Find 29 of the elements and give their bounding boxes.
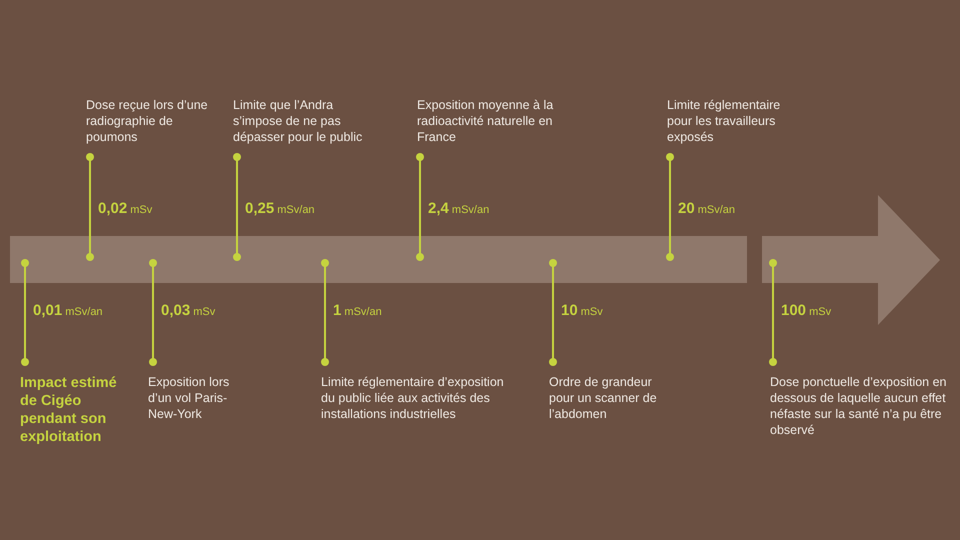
leader-line bbox=[21, 259, 29, 366]
dose-value: 0,02 mSv bbox=[98, 200, 152, 217]
description-text: Limite que l’Andra s’impose de ne pas dépasser pour le public bbox=[233, 97, 364, 145]
dose-value: 10 mSv bbox=[561, 302, 603, 319]
leader-line bbox=[769, 259, 777, 366]
leader-line bbox=[86, 153, 94, 261]
description-text: Exposition moyenne à la radioactivité naturelle en France bbox=[417, 97, 554, 145]
dose-value: 0,03 mSv bbox=[161, 302, 216, 319]
description-text: Dose reçue lors d’une radiographie de poumons bbox=[86, 97, 209, 145]
dose-value: 0,01 mSv/an bbox=[33, 302, 103, 319]
timeline-bar bbox=[10, 236, 747, 283]
leader-line bbox=[666, 153, 674, 261]
dose-value: 2,4 mSv/an bbox=[428, 200, 490, 217]
leader-line bbox=[416, 153, 424, 261]
dose-value: 20 mSv/an bbox=[678, 200, 736, 217]
leader-line bbox=[549, 259, 557, 366]
leader-line bbox=[149, 259, 157, 366]
description-text: Exposition lors d’un vol Paris-New-York bbox=[148, 374, 230, 422]
dose-value: 100 mSv bbox=[781, 302, 832, 319]
description-text: Limite réglementaire pour les travailleurs exposés bbox=[667, 97, 782, 145]
description-text: Ordre de grandeur pour un scanner de l’abdomen bbox=[549, 374, 658, 422]
timeline-arrowhead bbox=[762, 195, 940, 325]
dose-value: 0,25 mSv/an bbox=[245, 200, 315, 217]
description-text: Impact estimé de Cigéo pendant son exploitation bbox=[20, 374, 118, 446]
dose-value: 1 mSv/an bbox=[333, 302, 382, 319]
leader-line bbox=[233, 153, 241, 261]
description-text: Dose ponctuelle d’exposition en dessous de laquelle aucun effet néfaste sur la santé n’a pu être observé bbox=[770, 374, 948, 438]
description-text: Limite réglementaire d’exposition du public liée aux activités des installations industrielles bbox=[321, 374, 505, 422]
leader-line bbox=[321, 259, 329, 366]
